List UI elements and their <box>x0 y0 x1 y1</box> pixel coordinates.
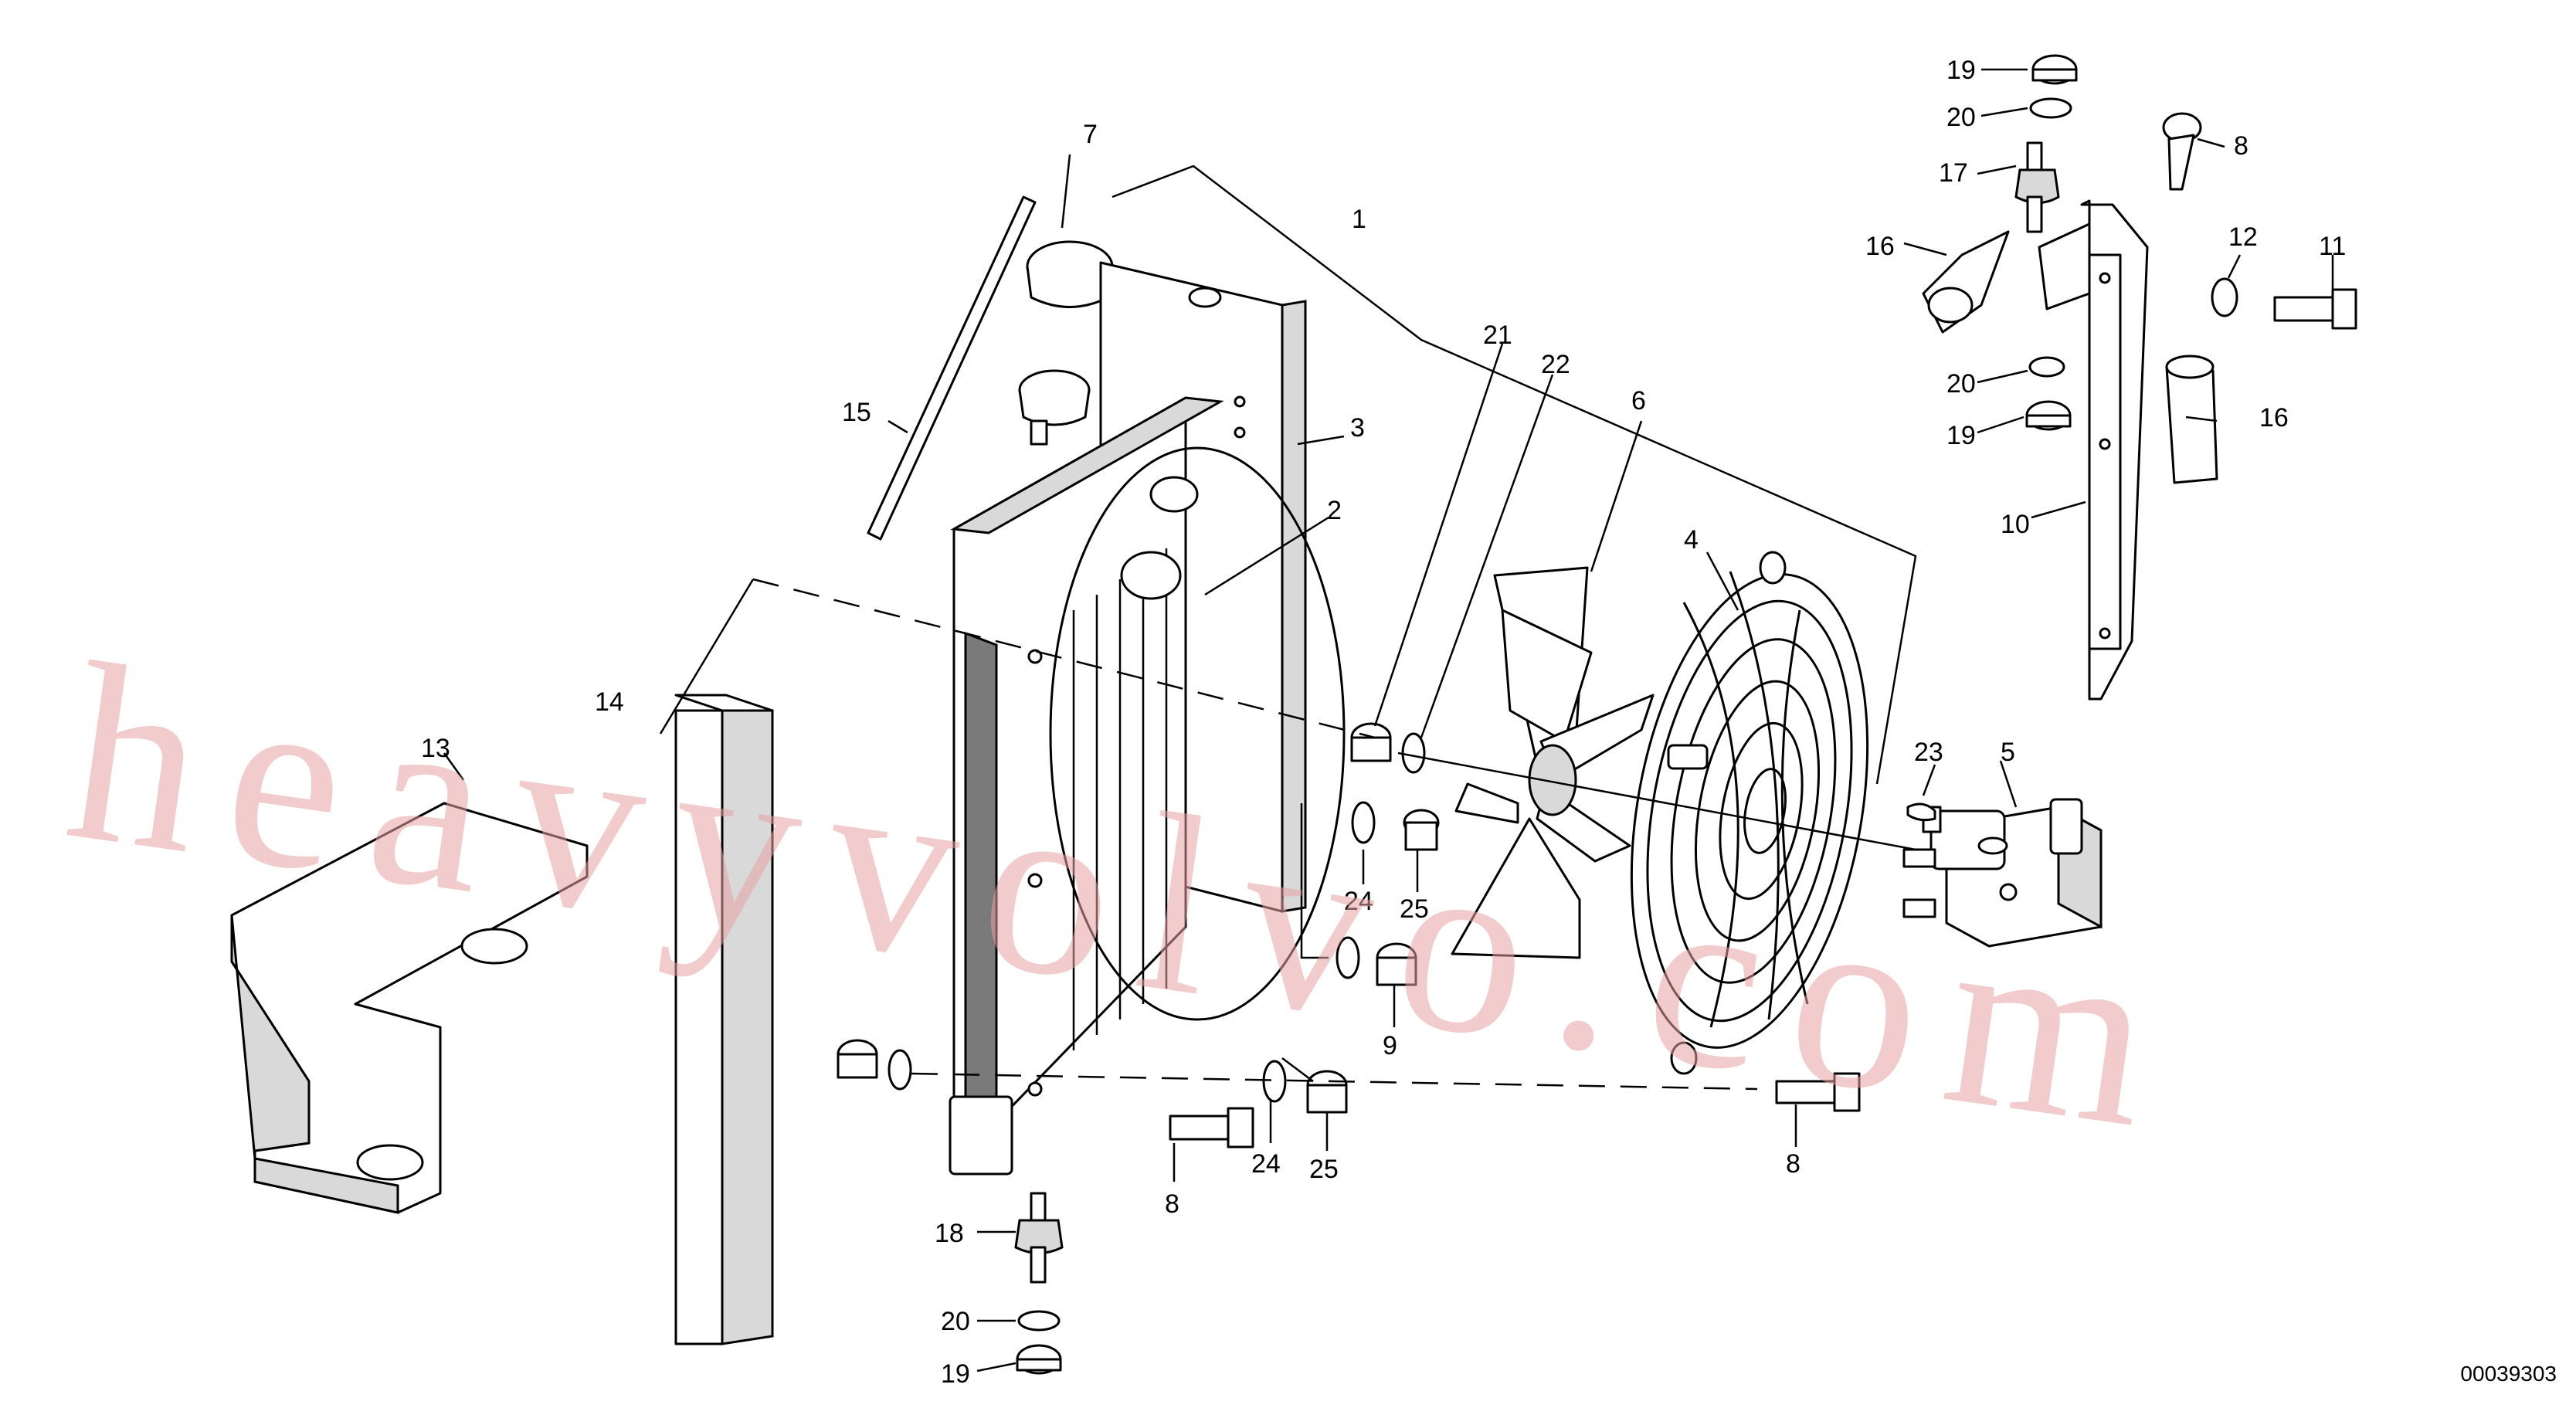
drawing-reference-number: 00039303 <box>2460 1362 2557 1386</box>
nut-21 <box>1350 722 1392 762</box>
bolt-8-lower-right <box>1775 1072 1861 1112</box>
callout-20-top: 20 <box>1946 103 1976 132</box>
bolt-8-top-right <box>2162 112 2202 191</box>
washer-20-mid <box>2028 356 2065 378</box>
callout-17: 17 <box>1939 158 1968 188</box>
washer-20-bottom <box>1017 1310 1061 1332</box>
callout-8-top: 8 <box>2234 131 2248 161</box>
callout-8-right: 8 <box>1786 1149 1800 1179</box>
nut-19-bottom <box>1016 1344 1062 1375</box>
callout-16-right: 16 <box>2259 403 2289 433</box>
callout-11: 11 <box>2319 232 2346 261</box>
callout-19-bottom: 19 <box>941 1359 970 1389</box>
callout-13: 13 <box>421 734 450 763</box>
washer-24-lower <box>1262 1060 1287 1103</box>
bolt-25-lower <box>1306 1070 1348 1114</box>
hardware-bracket-line <box>1300 803 1329 959</box>
fan-guard <box>1630 551 1869 1075</box>
rubber-sleeve-right <box>2165 355 2218 484</box>
callout-5: 5 <box>2001 738 2015 767</box>
callout-18: 18 <box>935 1219 964 1248</box>
callout-22: 22 <box>1541 350 1570 379</box>
rubber-sleeve-left <box>1922 230 2010 334</box>
washer-20-top <box>2029 97 2072 119</box>
axis-line-bottom <box>911 1072 1758 1091</box>
vibration-mount-top <box>2014 141 2060 233</box>
callout-2: 2 <box>1327 496 1342 525</box>
bolt-9 <box>1376 942 1417 986</box>
bolt-8-lower-middle <box>1169 1107 1254 1148</box>
support-bracket <box>2038 199 2149 701</box>
nut-19-top <box>2031 54 2078 85</box>
callout-1: 1 <box>1352 205 1366 234</box>
washer-22 <box>1401 732 1426 774</box>
callout-line-1 <box>1112 165 1917 785</box>
filler-neck <box>1018 369 1091 446</box>
radiator-core <box>949 396 1224 1176</box>
callout-16-left: 16 <box>1865 232 1895 261</box>
callout-23: 23 <box>1914 738 1943 767</box>
callout-25-lower: 25 <box>1309 1155 1339 1184</box>
mounting-bracket-plate <box>230 802 589 1214</box>
gasket-strip <box>867 195 1037 541</box>
callout-20-bottom: 20 <box>941 1307 970 1336</box>
callout-19-top: 19 <box>1946 56 1976 85</box>
callout-3: 3 <box>1350 413 1365 443</box>
callout-6: 6 <box>1631 386 1646 416</box>
hydraulic-pump <box>1902 798 2103 948</box>
shaft-key <box>1906 802 1936 822</box>
nut-19-mid <box>2025 400 2072 431</box>
callout-25-upper: 25 <box>1400 894 1429 924</box>
callout-24-lower: 24 <box>1251 1149 1281 1179</box>
nut-lower-left <box>837 1039 878 1079</box>
vibration-mount-bottom <box>1014 1192 1064 1284</box>
callout-7: 7 <box>1083 120 1098 149</box>
fan-shroud-ring <box>1049 446 1346 1021</box>
callout-9: 9 <box>1383 1031 1397 1060</box>
bolt-11 <box>2273 288 2357 330</box>
axis-line-shaft <box>1397 751 1916 851</box>
callout-19-mid: 19 <box>1946 421 1976 450</box>
vertical-foam-strip <box>674 694 774 1345</box>
washer-12 <box>2211 277 2238 317</box>
hardware-bracket-line-2 <box>1281 1057 1314 1082</box>
fan-blade <box>1451 566 1655 959</box>
washer-9 <box>1336 936 1360 979</box>
callout-21: 21 <box>1483 321 1512 350</box>
callout-line-14 <box>659 578 755 735</box>
washer-24-upper <box>1351 801 1376 844</box>
callout-20-mid: 20 <box>1946 369 1976 399</box>
axis-line-top <box>752 578 1376 739</box>
washer-lower-left <box>888 1049 912 1091</box>
callout-4: 4 <box>1684 525 1699 555</box>
callout-8-middle: 8 <box>1165 1189 1179 1219</box>
callout-24-upper: 24 <box>1344 887 1373 916</box>
callout-10: 10 <box>2001 510 2030 539</box>
bolt-25-upper <box>1403 809 1440 851</box>
callout-14: 14 <box>595 687 624 717</box>
callout-15: 15 <box>842 398 871 427</box>
callout-12: 12 <box>2228 222 2258 252</box>
radiator-cap <box>1026 240 1114 308</box>
